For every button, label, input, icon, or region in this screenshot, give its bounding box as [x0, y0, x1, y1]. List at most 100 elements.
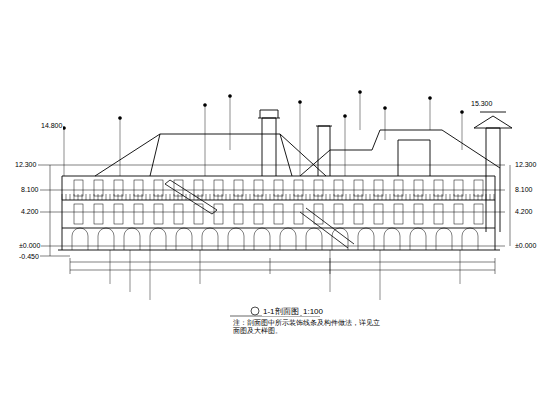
callout-leader [110, 250, 111, 284]
baluster [494, 194, 495, 200]
baluster [226, 194, 227, 200]
baluster [214, 194, 215, 200]
window [454, 180, 463, 196]
baluster [302, 194, 303, 200]
window [174, 204, 183, 224]
baluster [430, 194, 431, 200]
baluster [318, 194, 319, 200]
baluster [402, 194, 403, 200]
baluster [378, 194, 379, 200]
baluster [130, 194, 131, 200]
window [394, 180, 403, 196]
baluster [446, 194, 447, 200]
baluster [190, 194, 191, 200]
baluster [270, 194, 271, 200]
baluster [254, 194, 255, 200]
drawing-title: 1:100 [302, 307, 324, 316]
callout-leader [228, 94, 231, 150]
baluster [94, 194, 95, 200]
callout-leader [298, 100, 301, 176]
baluster [474, 194, 475, 200]
window [234, 204, 243, 224]
baluster [138, 194, 139, 200]
window [414, 204, 423, 224]
window [474, 204, 483, 224]
baluster [298, 194, 299, 200]
baluster [102, 194, 103, 200]
baluster [426, 194, 427, 200]
window [314, 204, 323, 224]
baluster [146, 194, 147, 200]
baluster [250, 194, 251, 200]
baluster [330, 194, 331, 200]
baluster [142, 194, 143, 200]
window [114, 204, 123, 224]
window [214, 180, 223, 196]
baluster [282, 194, 283, 200]
baluster [442, 194, 443, 200]
baluster [462, 194, 463, 200]
baluster [418, 194, 419, 200]
arch-opening [358, 228, 374, 250]
level-mark: 8.100 [514, 186, 534, 194]
baluster [122, 194, 123, 200]
arch-opening [462, 228, 478, 250]
callout-leader [380, 250, 381, 300]
baluster [362, 194, 363, 200]
callout-leader [330, 250, 331, 292]
baluster [230, 194, 231, 200]
window [254, 204, 263, 224]
baluster [454, 194, 455, 200]
level-mark: ±0.000 [18, 242, 41, 250]
baluster [486, 194, 487, 200]
window [474, 180, 483, 196]
window [134, 180, 143, 196]
window [74, 180, 83, 196]
baluster [134, 194, 135, 200]
baluster [354, 194, 355, 200]
leader-lines [62, 90, 463, 300]
window [114, 180, 123, 196]
window [154, 180, 163, 196]
baluster [410, 194, 411, 200]
level-mark: 12.300 [514, 161, 537, 169]
window [334, 204, 343, 224]
baluster [406, 194, 407, 200]
baluster [394, 194, 395, 200]
baluster [310, 194, 311, 200]
window [294, 204, 303, 224]
baluster [238, 194, 239, 200]
baluster [286, 194, 287, 200]
baluster [78, 194, 79, 200]
baluster [374, 194, 375, 200]
drawing-title: 1-1剖面图 [262, 307, 300, 316]
level-mark: 12.300 [14, 161, 37, 169]
baluster [398, 194, 399, 200]
baluster [114, 194, 115, 200]
baluster [266, 194, 267, 200]
window [154, 204, 163, 224]
callout-leader [118, 116, 121, 176]
baluster [70, 194, 71, 200]
callout-leader [428, 96, 431, 130]
arch-opening [150, 228, 166, 250]
baluster [390, 194, 391, 200]
facade-details [62, 180, 494, 250]
baluster [90, 194, 91, 200]
window [414, 180, 423, 196]
arch-opening [332, 228, 348, 250]
window [434, 204, 443, 224]
baluster [346, 194, 347, 200]
arch-opening [202, 228, 218, 250]
window [274, 180, 283, 196]
baluster [334, 194, 335, 200]
baluster [326, 194, 327, 200]
level-mark: -0.450 [18, 253, 40, 261]
baluster [166, 194, 167, 200]
baluster [470, 194, 471, 200]
window [254, 180, 263, 196]
window [374, 180, 383, 196]
building-outline [58, 110, 512, 250]
baluster [438, 194, 439, 200]
